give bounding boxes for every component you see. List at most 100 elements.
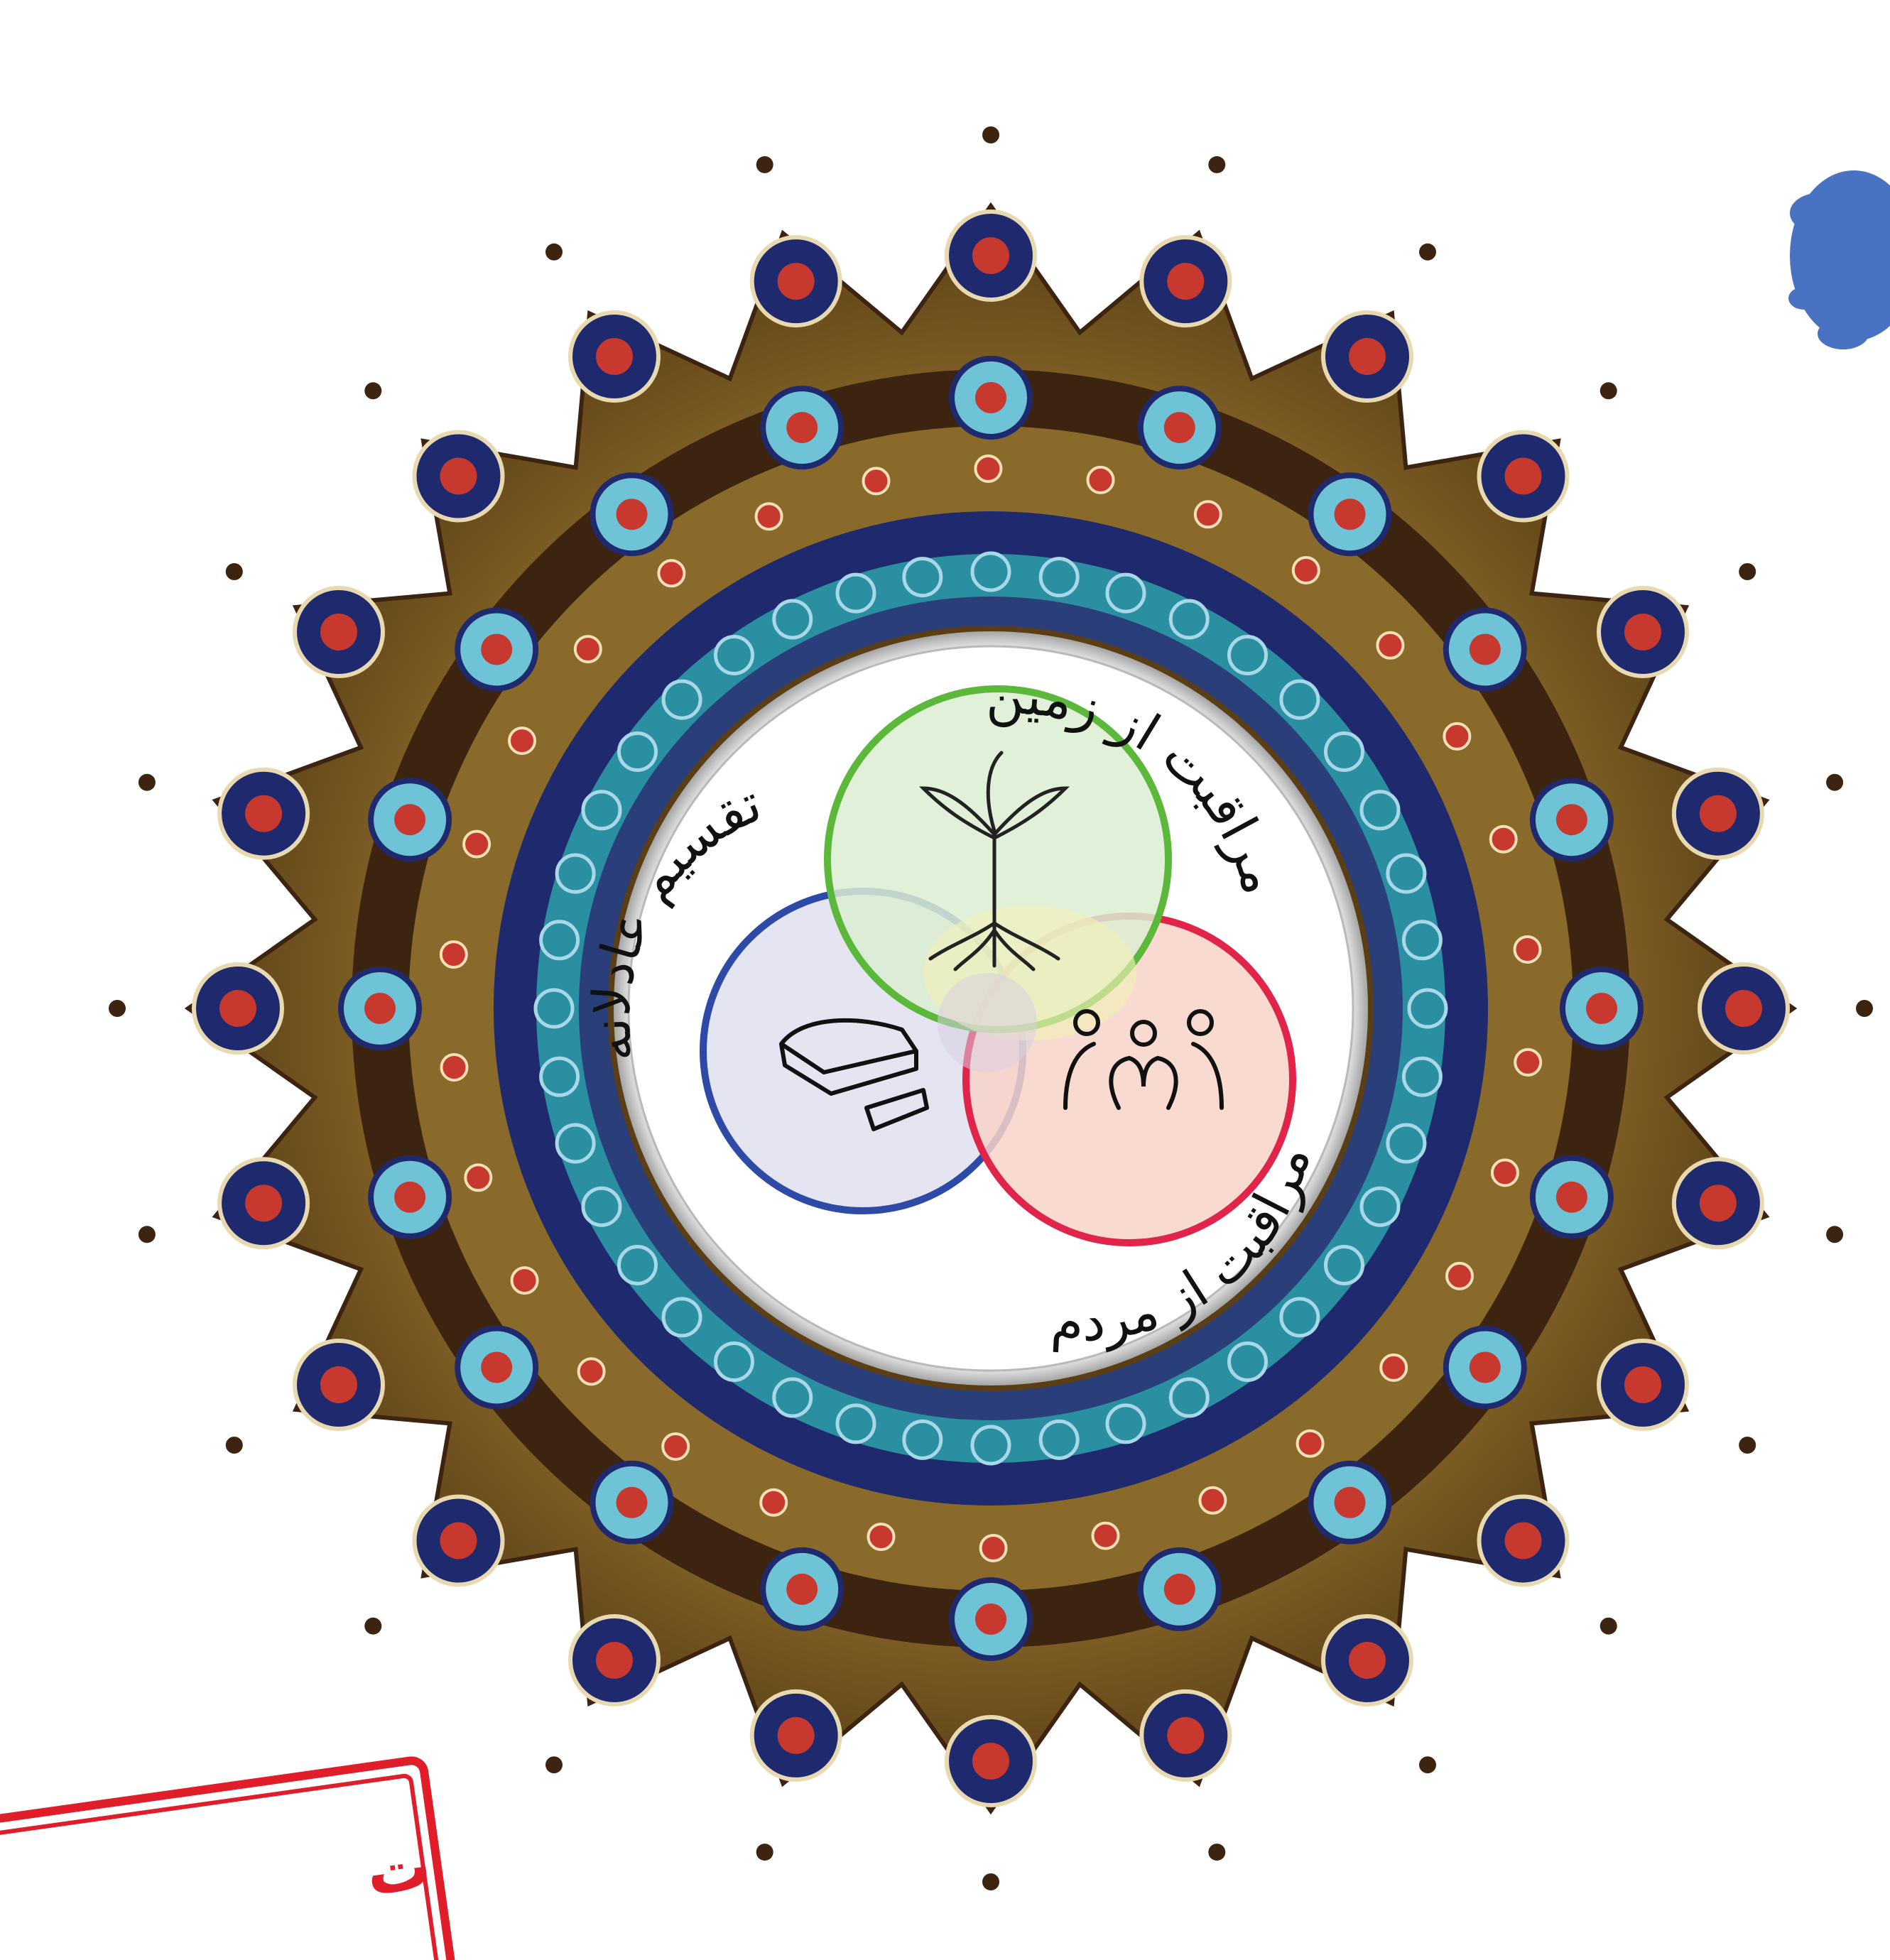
rosette-tip bbox=[364, 382, 382, 400]
rosette-flower bbox=[661, 1432, 690, 1461]
rosette-tip bbox=[1856, 1000, 1873, 1017]
rosette-chain-link bbox=[714, 635, 754, 675]
rosette-chain-link bbox=[539, 1056, 580, 1097]
rosette-medallion-core bbox=[1334, 1486, 1366, 1518]
rosette-chain-link bbox=[1227, 635, 1268, 675]
rosette-chain-link bbox=[555, 853, 596, 894]
rosette-medallion-core bbox=[786, 1573, 818, 1605]
rosette-flower bbox=[577, 1357, 606, 1386]
rosette-petal-core bbox=[1167, 1716, 1205, 1754]
rosette-chain-link bbox=[661, 679, 702, 720]
rosette-tip bbox=[1600, 382, 1617, 400]
rosette-petal-core bbox=[1624, 614, 1661, 650]
rosette-chain-link bbox=[835, 572, 876, 614]
rosette-petal-core bbox=[320, 1366, 357, 1403]
rosette-medallion-core bbox=[616, 1486, 648, 1518]
rosette-chain-link bbox=[581, 790, 622, 831]
rosette-flower bbox=[657, 559, 686, 588]
rosette-petal-core bbox=[1504, 1522, 1542, 1559]
rosette-tip bbox=[138, 1226, 156, 1243]
rosette-petal-core bbox=[219, 990, 256, 1027]
rosette-petal-core bbox=[1624, 1366, 1661, 1403]
rosette-flower bbox=[1443, 722, 1472, 751]
rosette-flower bbox=[462, 829, 491, 859]
rosette-petal-core bbox=[1725, 990, 1762, 1027]
rosette-flower bbox=[510, 1266, 539, 1295]
rosette-chain-link bbox=[581, 1186, 622, 1227]
rosette-tip bbox=[109, 1000, 126, 1017]
rosette-flower bbox=[1445, 1261, 1474, 1290]
venn-center bbox=[938, 973, 1037, 1072]
rosette-petal-core bbox=[972, 237, 1009, 274]
rosette-tip bbox=[982, 1873, 999, 1890]
rosette-flower bbox=[1379, 1353, 1408, 1382]
rosette-chain-link bbox=[661, 1297, 702, 1338]
rosette-flower bbox=[1490, 1158, 1519, 1187]
rosette-petal-core bbox=[1504, 457, 1542, 495]
rosette-medallion-core bbox=[364, 993, 396, 1024]
rosette-tip bbox=[1419, 1756, 1436, 1774]
rosette-chain-link bbox=[555, 1123, 596, 1164]
rosette-flower bbox=[974, 454, 1003, 483]
rosette-flower bbox=[1489, 824, 1518, 854]
rosette-flower bbox=[979, 1534, 1008, 1562]
rosette-medallion-core bbox=[975, 382, 1006, 413]
tree-roots-icon bbox=[918, 751, 1070, 971]
rosette-flower bbox=[573, 635, 602, 664]
rosette-chain-link bbox=[1279, 679, 1320, 720]
rosette-chain-link bbox=[1105, 572, 1146, 614]
rosette-petal-core bbox=[1349, 338, 1386, 375]
rosette-petal-core bbox=[1349, 1642, 1386, 1679]
rosette-tip bbox=[1739, 1437, 1756, 1454]
rosette-tip bbox=[1826, 773, 1844, 791]
rosette-tip bbox=[364, 1617, 382, 1635]
rosette-chain-link bbox=[1386, 853, 1427, 894]
stamp-glyph: ت bbox=[362, 1828, 435, 1911]
rosette-flower bbox=[1086, 465, 1115, 494]
rosette-chain-link bbox=[1324, 731, 1364, 772]
rosette-medallion-core bbox=[1586, 993, 1617, 1024]
rosette-flower bbox=[440, 1053, 469, 1082]
rosette-tip bbox=[1208, 1844, 1226, 1861]
rosette-tip bbox=[756, 156, 773, 173]
rosette-chain-link bbox=[835, 1403, 876, 1444]
rosette-flower bbox=[508, 726, 536, 756]
rosette-chain-link bbox=[1324, 1245, 1364, 1285]
rosette-medallion-core bbox=[394, 804, 426, 836]
rosette-tip bbox=[138, 773, 156, 791]
rosette-tip bbox=[545, 1756, 563, 1774]
rosette-petal-core bbox=[777, 1716, 815, 1754]
rosette-flower bbox=[1091, 1521, 1120, 1550]
rosette-petal-core bbox=[972, 1743, 1009, 1780]
rosette-chain-link bbox=[617, 731, 658, 772]
rosette-flower bbox=[1193, 500, 1222, 529]
rosette-flower bbox=[862, 467, 891, 496]
people-icon bbox=[1063, 1009, 1224, 1110]
rosette-medallion-core bbox=[616, 499, 648, 530]
rosette-medallion-core bbox=[1163, 412, 1195, 444]
rosette-tip bbox=[756, 1844, 773, 1861]
rosette-petal-core bbox=[596, 338, 633, 375]
rosette-flower bbox=[1376, 631, 1405, 660]
rosette-medallion-core bbox=[786, 412, 818, 444]
rosette-flower bbox=[1513, 935, 1542, 964]
rosette-chain-link bbox=[1401, 920, 1443, 961]
rosette-petal-core bbox=[1167, 263, 1205, 300]
rosette-petal-core bbox=[1699, 1185, 1737, 1222]
rosette-chain-link bbox=[617, 1245, 658, 1285]
rosette-flower bbox=[1291, 556, 1320, 584]
rosette-tip bbox=[1826, 1226, 1844, 1243]
rosette-chain-link bbox=[902, 1419, 943, 1460]
rosette-chain-link bbox=[539, 920, 580, 961]
rosette-chain-link bbox=[1038, 557, 1080, 598]
rosette-petal-core bbox=[596, 1642, 633, 1679]
rosette-chain-link bbox=[970, 551, 1011, 592]
rosette-medallion-core bbox=[394, 1181, 426, 1213]
rosette-flower bbox=[754, 502, 783, 531]
stamp: ت bbox=[0, 1756, 457, 1960]
rosette-tip bbox=[1419, 243, 1436, 261]
paint-splash bbox=[1788, 170, 1890, 349]
rosette-medallion-core bbox=[1555, 804, 1587, 836]
rosette-chain-link bbox=[772, 599, 813, 640]
